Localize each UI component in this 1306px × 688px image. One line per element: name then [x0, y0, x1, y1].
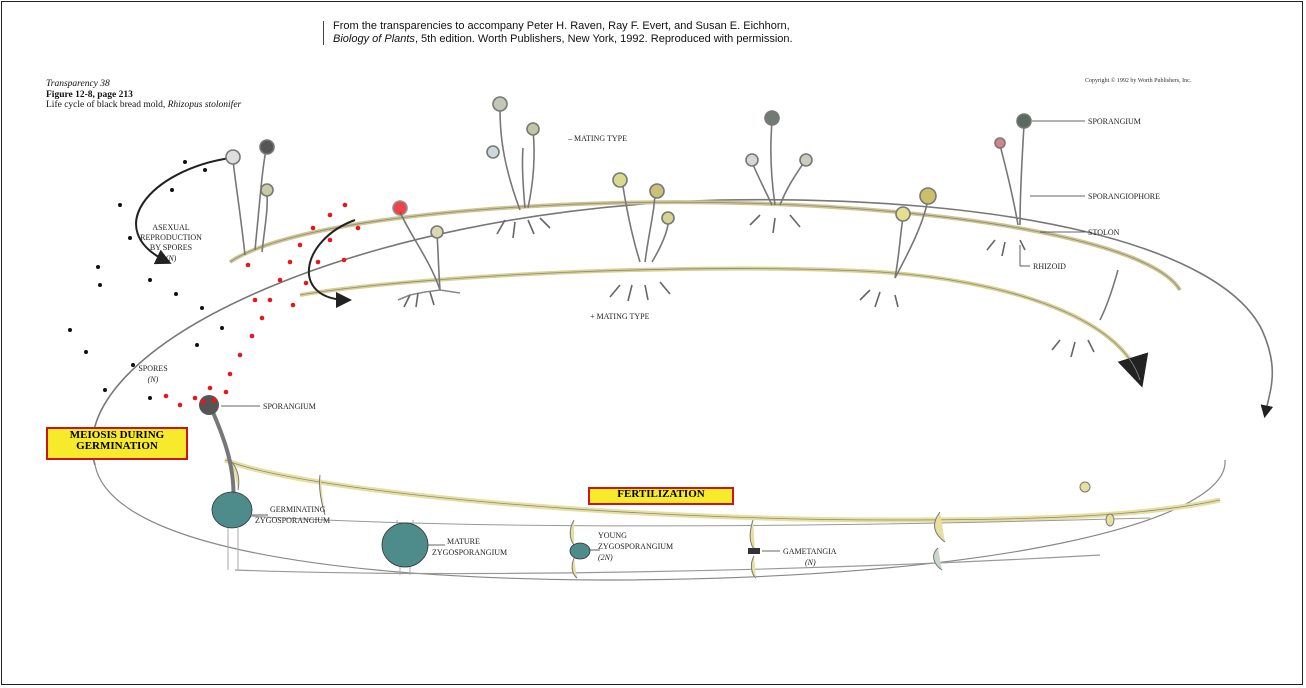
label-asexual-1: ASEXUAL [152, 223, 189, 232]
sporangiophore-cluster-7 [1052, 270, 1118, 357]
zygosporangium-young [570, 520, 590, 578]
label-minus-mating-type: – MATING TYPE [567, 134, 627, 143]
label-young-1: YOUNG [598, 531, 627, 540]
label-mature-2: ZYGOSPORANGIUM [432, 548, 507, 557]
sporangiophore-cluster-asexual [226, 140, 274, 255]
label-stolon: STOLON [1088, 228, 1120, 237]
sporangiophore-cluster-4 [746, 111, 812, 233]
sporangiophore-cluster-1 [393, 201, 460, 307]
stolon-ellipse-inner [230, 202, 1180, 380]
label-asexual-4: (n) [166, 254, 177, 263]
label-sporangium-top: SPORANGIUM [1088, 117, 1141, 126]
progametangia [934, 482, 1114, 570]
label-spores-2: (n) [148, 375, 159, 384]
label-rhizoid: RHIZOID [1033, 262, 1066, 271]
label-germinating-2: ZYGOSPORANGIUM [255, 516, 330, 525]
label-young-3: (2n) [598, 553, 613, 562]
lower-stolon [225, 460, 1220, 574]
zygosporangium-mature [382, 520, 428, 575]
label-gametangia-2: (n) [805, 558, 816, 567]
label-sporangium-left: SPORANGIUM [263, 402, 316, 411]
zygosporangium-germinating [212, 492, 252, 570]
sporangiophore-cluster-2 [487, 97, 550, 238]
label-plus-mating-type: + MATING TYPE [590, 312, 650, 321]
meiosis-highlight-box: MEIOSIS DURING GERMINATION [46, 427, 188, 460]
label-gametangia-1: GAMETANGIA [783, 547, 837, 556]
sporangiophore-cluster-3 [610, 173, 674, 301]
label-germinating-1: GERMINATING [270, 505, 326, 514]
label-mature-1: MATURE [447, 537, 480, 546]
germinating-sporangium [199, 395, 233, 505]
fertilization-highlight-box: FERTILIZATION [588, 487, 734, 505]
label-young-2: ZYGOSPORANGIUM [598, 542, 673, 551]
sporangiophore-cluster-6 [987, 114, 1031, 256]
label-asexual-2: REPRODUCTION [140, 233, 202, 242]
label-spores-1: SPORES [138, 364, 167, 373]
meiosis-line-2: GERMINATION [48, 441, 186, 452]
label-asexual-3: BY SPORES [150, 243, 192, 252]
label-sporangiophore: SPORANGIOPHORE [1088, 192, 1160, 201]
